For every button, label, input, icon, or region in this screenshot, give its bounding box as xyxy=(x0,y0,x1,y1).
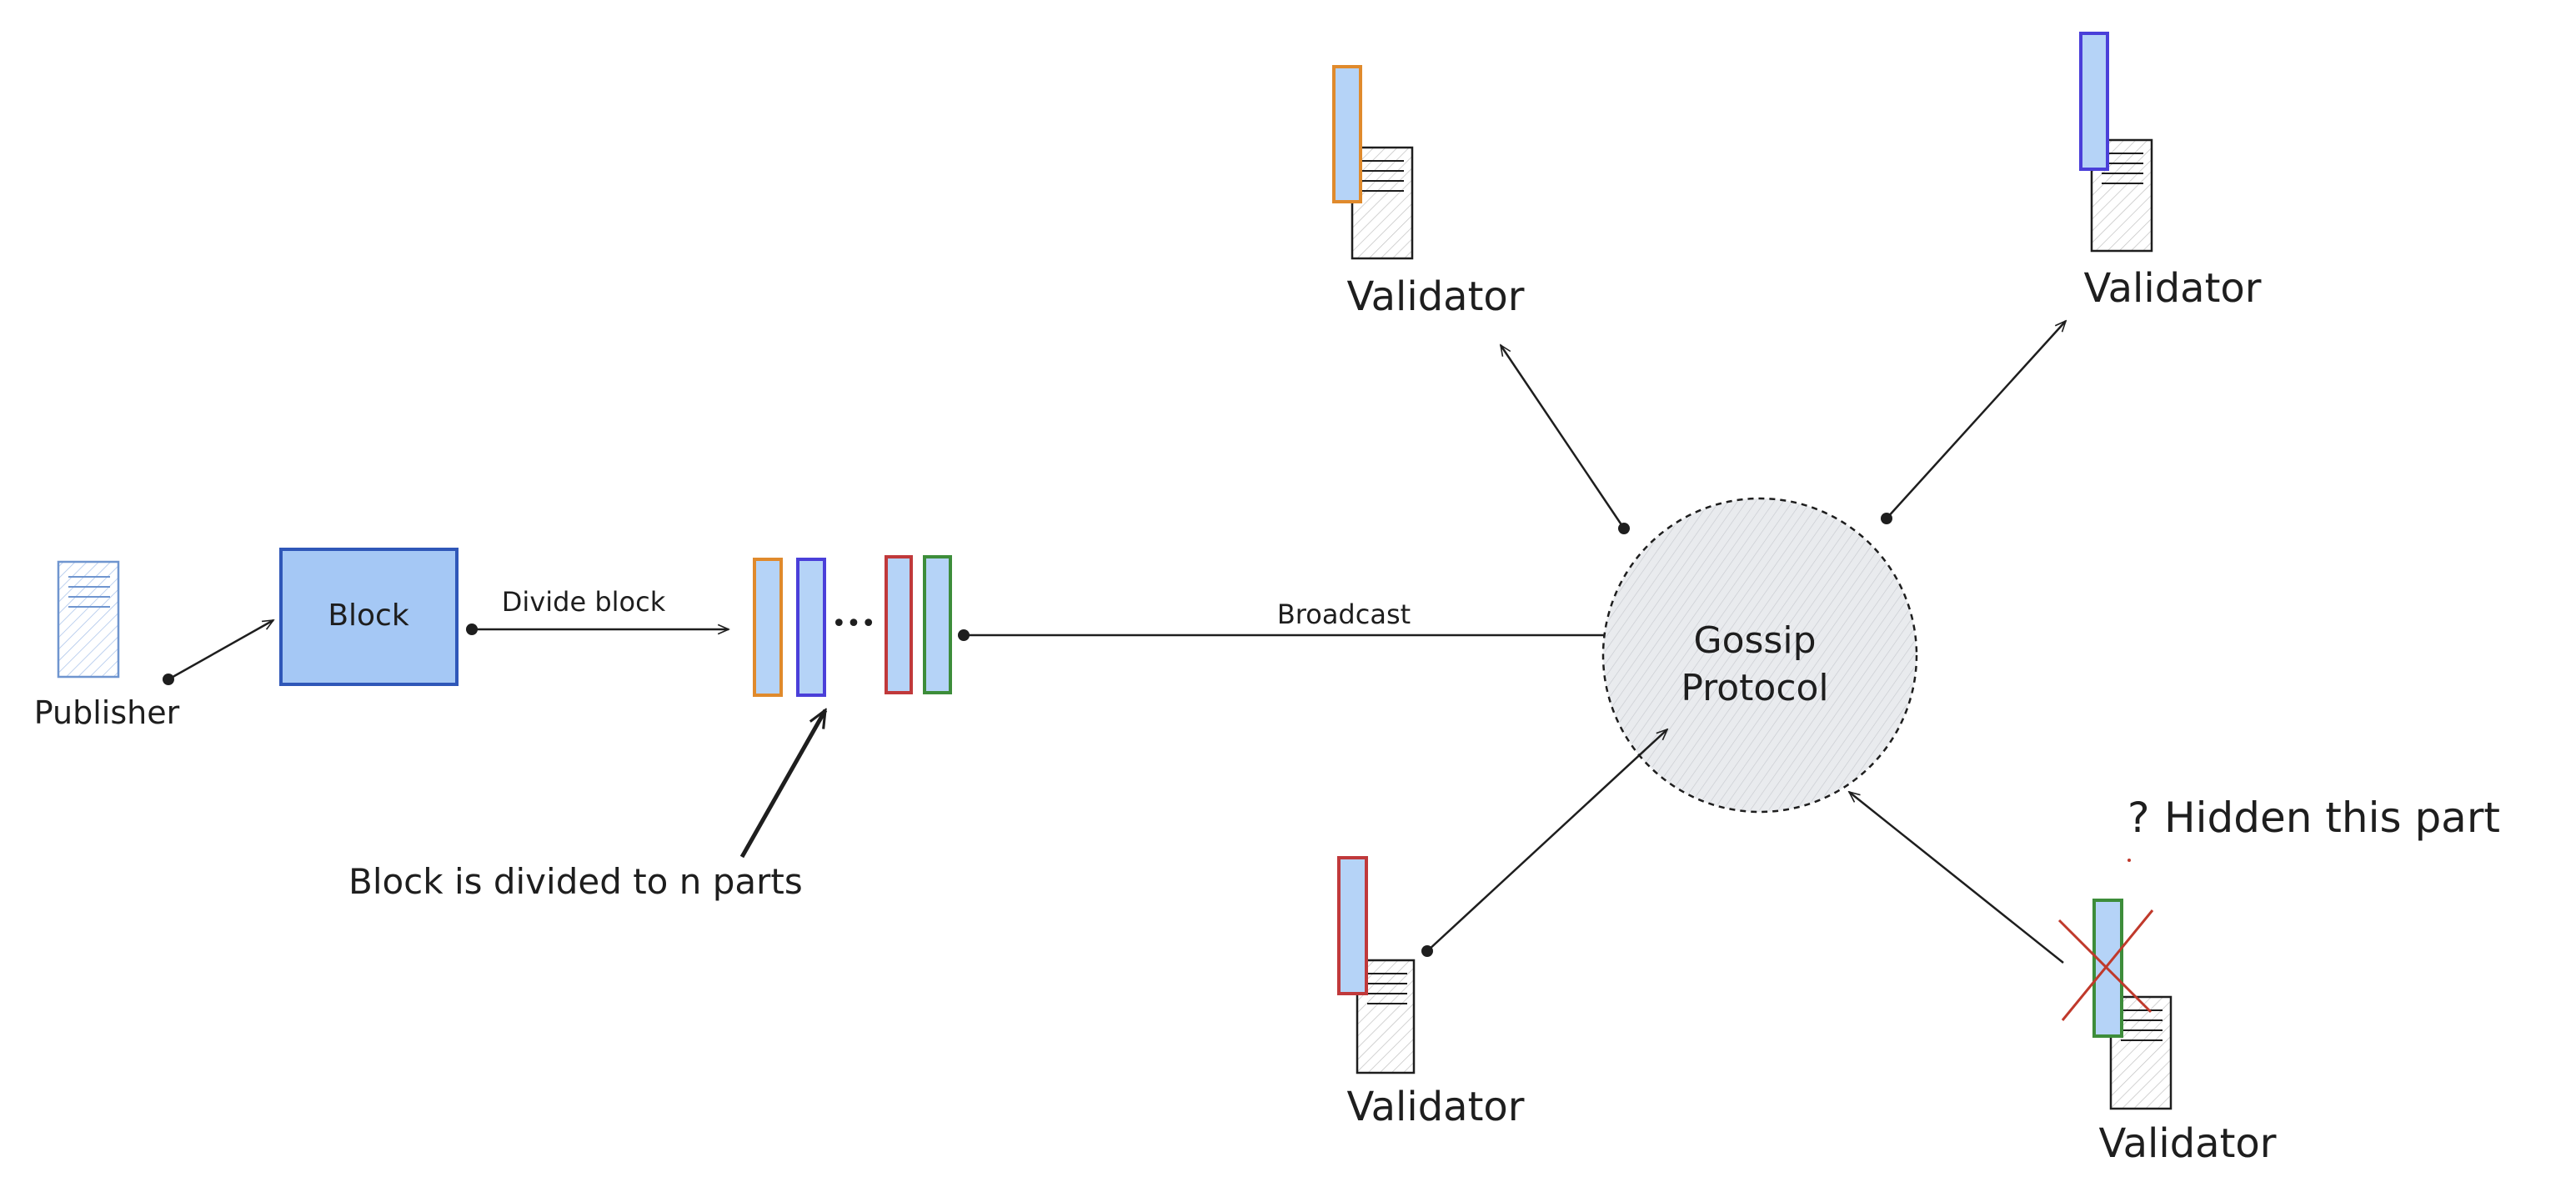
validator-2-node xyxy=(2079,32,2153,253)
parts-caption: Block is divided to n parts xyxy=(348,861,803,902)
gossip-label-line1: Gossip xyxy=(1693,619,1816,662)
publisher-to-block-arrow xyxy=(163,619,273,685)
validator-3-to-gossip-arrow xyxy=(1421,729,1667,957)
validator-4-to-gossip-arrow xyxy=(1849,792,2064,964)
validator-2-part-purple xyxy=(2079,32,2109,171)
block-label: Block xyxy=(328,598,409,633)
part-purple xyxy=(796,558,826,697)
validator-4-label: Validator xyxy=(2099,1120,2277,1167)
divide-arrow xyxy=(466,624,729,635)
validator-3-part-red xyxy=(1337,856,1368,995)
publisher-document-icon xyxy=(57,560,120,679)
validator-3-node xyxy=(1337,856,1416,1074)
gossip-to-validator-1-arrow xyxy=(1501,345,1630,534)
hidden-cross-icon xyxy=(2057,909,2154,1021)
gossip-to-validator-2-arrow xyxy=(1881,321,2066,524)
parts-ellipsis: ••• xyxy=(831,609,875,639)
part-orange xyxy=(753,558,783,697)
validator-3-label: Validator xyxy=(1347,1084,1525,1130)
hidden-label: Hidden this part xyxy=(2164,794,2500,842)
block-box xyxy=(279,548,459,686)
gossip-label-line2: Protocol xyxy=(1681,667,1828,709)
validator-1-part-orange xyxy=(1332,65,1362,203)
hidden-question-mark: ? xyxy=(2127,794,2150,842)
part-red xyxy=(885,555,913,694)
broadcast-arrow xyxy=(958,629,1671,641)
validator-4-node xyxy=(2057,899,2173,1110)
part-green xyxy=(923,555,952,694)
publisher-label: Publisher xyxy=(34,694,180,731)
parts-caption-arrow xyxy=(739,710,828,859)
validator-1-node xyxy=(1332,65,1414,260)
validator-2-label: Validator xyxy=(2084,265,2262,312)
validator-1-label: Validator xyxy=(1347,273,1525,320)
broadcast-label: Broadcast xyxy=(1277,598,1411,630)
divide-label: Divide block xyxy=(502,586,666,618)
